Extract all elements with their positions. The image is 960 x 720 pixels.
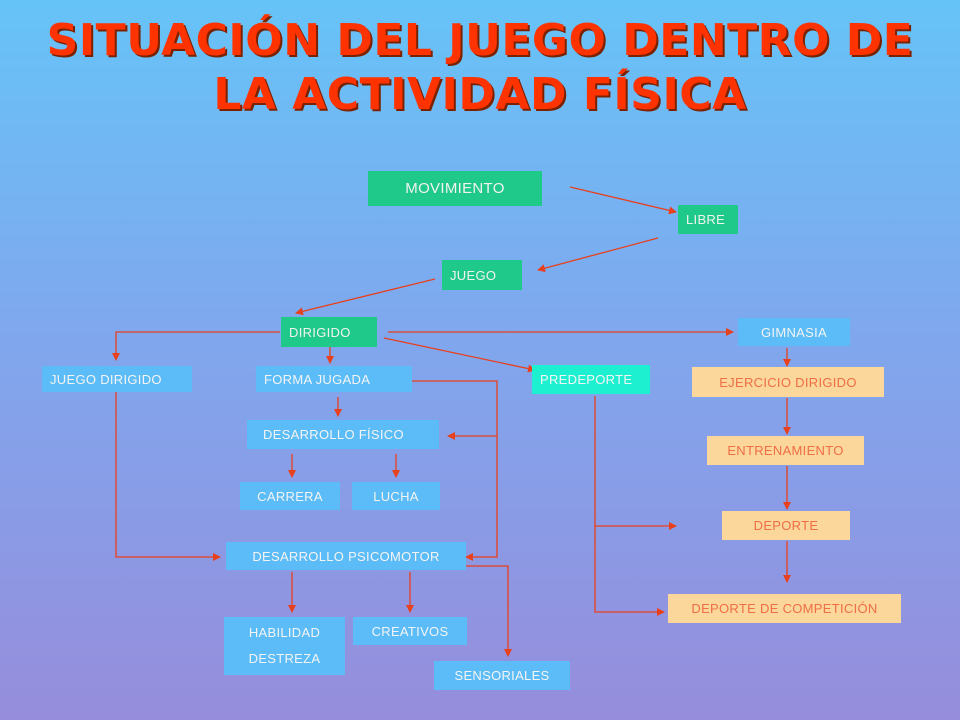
arrow-psicomotor-sensoriales <box>466 565 512 657</box>
arrow-libre-juego <box>537 237 659 273</box>
title-line-1: SITUACIÓN DEL JUEGO DENTRO DE <box>46 15 914 66</box>
node-dirigido-label: DIRIGIDO <box>289 324 351 340</box>
node-ejercicio-dirigido-label: EJERCICIO DIRIGIDO <box>719 374 857 390</box>
arrow-juego-dirigido <box>295 278 436 316</box>
node-carrera-label: CARRERA <box>257 488 323 504</box>
node-desarrollo-fisico-label: DESARROLLO FÍSICO <box>263 427 404 442</box>
node-desarrollo-psicomotor: DESARROLLO PSICOMOTOR <box>226 542 466 570</box>
node-libre-label: LIBRE <box>686 212 726 227</box>
node-movimiento-label: MOVIMIENTO <box>405 180 505 197</box>
node-entrenamiento: ENTRENAMIENTO <box>707 436 864 465</box>
arrow-juego-dirigido-psicomotor <box>115 392 221 561</box>
node-gimnasia: GIMNASIA <box>738 318 850 346</box>
node-juego-dirigido: JUEGO DIRIGIDO <box>42 366 192 392</box>
node-creativos: CREATIVOS <box>353 617 467 645</box>
node-carrera: CARRERA <box>240 482 340 510</box>
node-movimiento: MOVIMIENTO <box>368 171 542 206</box>
node-lucha: LUCHA <box>352 482 440 510</box>
node-dirigido: DIRIGIDO <box>281 317 377 347</box>
node-predeporte: PREDEPORTE <box>532 365 650 394</box>
node-libre: LIBRE <box>678 205 738 234</box>
arrow-predeporte-competicion <box>594 526 665 616</box>
arrow-predeporte-deporte <box>594 396 677 530</box>
node-entrenamiento-label: ENTRENAMIENTO <box>727 443 844 458</box>
arrow-movimiento-libre <box>569 186 677 215</box>
node-juego-label: JUEGO <box>450 267 497 283</box>
node-sensoriales-label: SENSORIALES <box>454 668 550 683</box>
node-habilidad-label: HABILIDAD <box>248 625 321 640</box>
node-sensoriales: SENSORIALES <box>434 661 570 690</box>
node-forma-jugada-label: FORMA JUGADA <box>264 371 371 387</box>
node-juego: JUEGO <box>442 260 522 290</box>
node-deporte-competicion-label: DEPORTE DE COMPETICIÓN <box>691 601 878 616</box>
node-deporte-competicion: DEPORTE DE COMPETICIÓN <box>668 594 901 623</box>
arrow-dirigido-predeporte <box>383 337 536 373</box>
node-destreza-label: DESTREZA <box>248 651 321 666</box>
arrow-forma-fisico-side <box>412 380 498 440</box>
node-predeporte-label: PREDEPORTE <box>540 372 633 387</box>
node-habilidad-destreza: HABILIDAD DESTREZA <box>224 617 345 675</box>
node-desarrollo-fisico: DESARROLLO FÍSICO <box>247 420 439 449</box>
title-line-2: LA ACTIVIDAD FÍSICA <box>213 69 747 120</box>
page-title: SITUACIÓN DEL JUEGO DENTRO DE LA ACTIVID… <box>0 14 960 122</box>
node-creativos-label: CREATIVOS <box>371 623 449 639</box>
node-ejercicio-dirigido: EJERCICIO DIRIGIDO <box>692 367 884 397</box>
node-deporte-label: DEPORTE <box>753 518 819 533</box>
arrow-dirigido-juego-dirigido <box>112 331 280 361</box>
node-lucha-label: LUCHA <box>373 488 419 504</box>
node-desarrollo-psicomotor-label: DESARROLLO PSICOMOTOR <box>252 548 440 564</box>
node-forma-jugada: FORMA JUGADA <box>256 366 412 392</box>
arrow-forma-psicomotor <box>465 436 498 561</box>
node-deporte: DEPORTE <box>722 511 850 540</box>
node-gimnasia-label: GIMNASIA <box>761 324 827 340</box>
node-juego-dirigido-label: JUEGO DIRIGIDO <box>50 371 162 387</box>
